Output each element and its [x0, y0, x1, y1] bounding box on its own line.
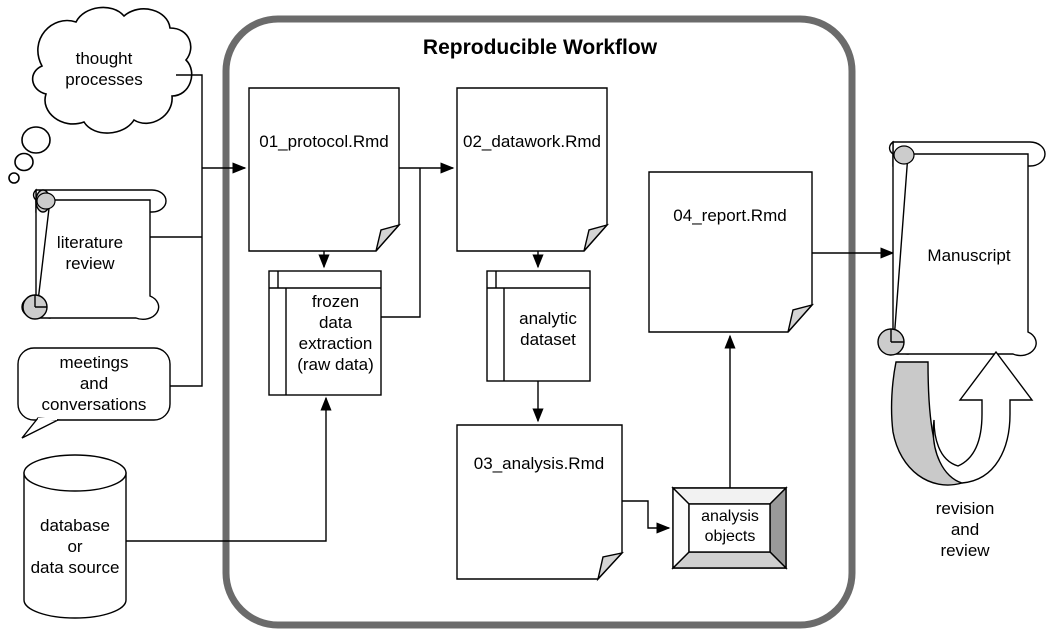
protocol-document-shape	[248, 87, 402, 252]
input-connectors	[126, 74, 332, 542]
database-cylinder-shape	[23, 454, 127, 619]
frozen-data-shape	[268, 270, 382, 396]
report-document-shape	[648, 171, 815, 333]
manuscript-scroll-shape	[877, 140, 1046, 357]
meetings-speech-bubble-shape	[17, 347, 171, 439]
literature-review-shape	[21, 188, 167, 320]
workflow-container	[222, 15, 856, 629]
analysis-document-shape	[456, 424, 625, 582]
workflow-connectors	[318, 162, 895, 534]
revision-uturn-arrow-shape	[890, 350, 1034, 486]
analysis-objects-shape	[671, 486, 788, 570]
analytic-dataset-shape	[486, 270, 591, 382]
page-title: Reproducible Workflow	[422, 36, 658, 59]
thought-bubble-shape	[8, 6, 193, 184]
datawork-document-shape	[456, 87, 610, 252]
